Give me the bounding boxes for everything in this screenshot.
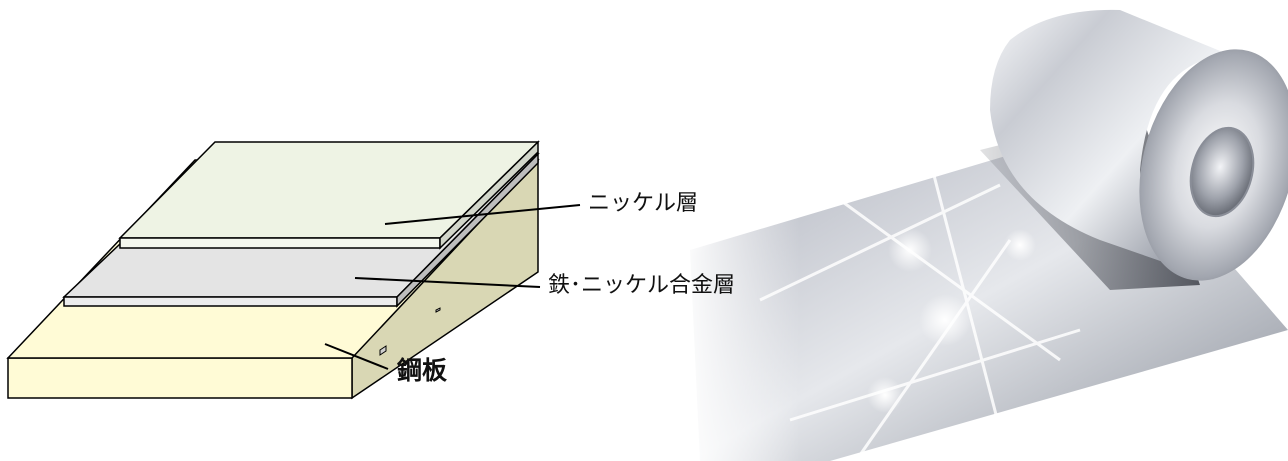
steel-coil-illustration xyxy=(680,9,1288,461)
steel-sheet-front xyxy=(7,357,353,399)
steel-leader-line xyxy=(324,343,389,370)
alloy-layer-front xyxy=(63,296,398,307)
steel-sheet-label: 鋼板 xyxy=(397,356,448,385)
sparkle-glow xyxy=(919,294,971,346)
coil-body xyxy=(990,9,1230,280)
coil-inner-hole xyxy=(1189,126,1255,218)
alloy-layer-side xyxy=(396,152,539,308)
sparkle-glow xyxy=(867,377,903,413)
nickel-layer-label: ニッケル層 xyxy=(588,191,699,216)
sparkle-glow xyxy=(1004,229,1036,261)
iron-nickel-alloy-layer-label: 鉄･ニッケル合金層 xyxy=(548,273,736,298)
sparkle-lines xyxy=(759,159,1081,456)
nickel-leader-line xyxy=(384,204,581,225)
layer-diagram xyxy=(6,140,581,400)
nickel-layer-front xyxy=(119,237,441,249)
alloy-leader-line xyxy=(354,277,541,288)
nickel-layer-side xyxy=(439,140,539,250)
sparkle-glow xyxy=(888,228,932,272)
